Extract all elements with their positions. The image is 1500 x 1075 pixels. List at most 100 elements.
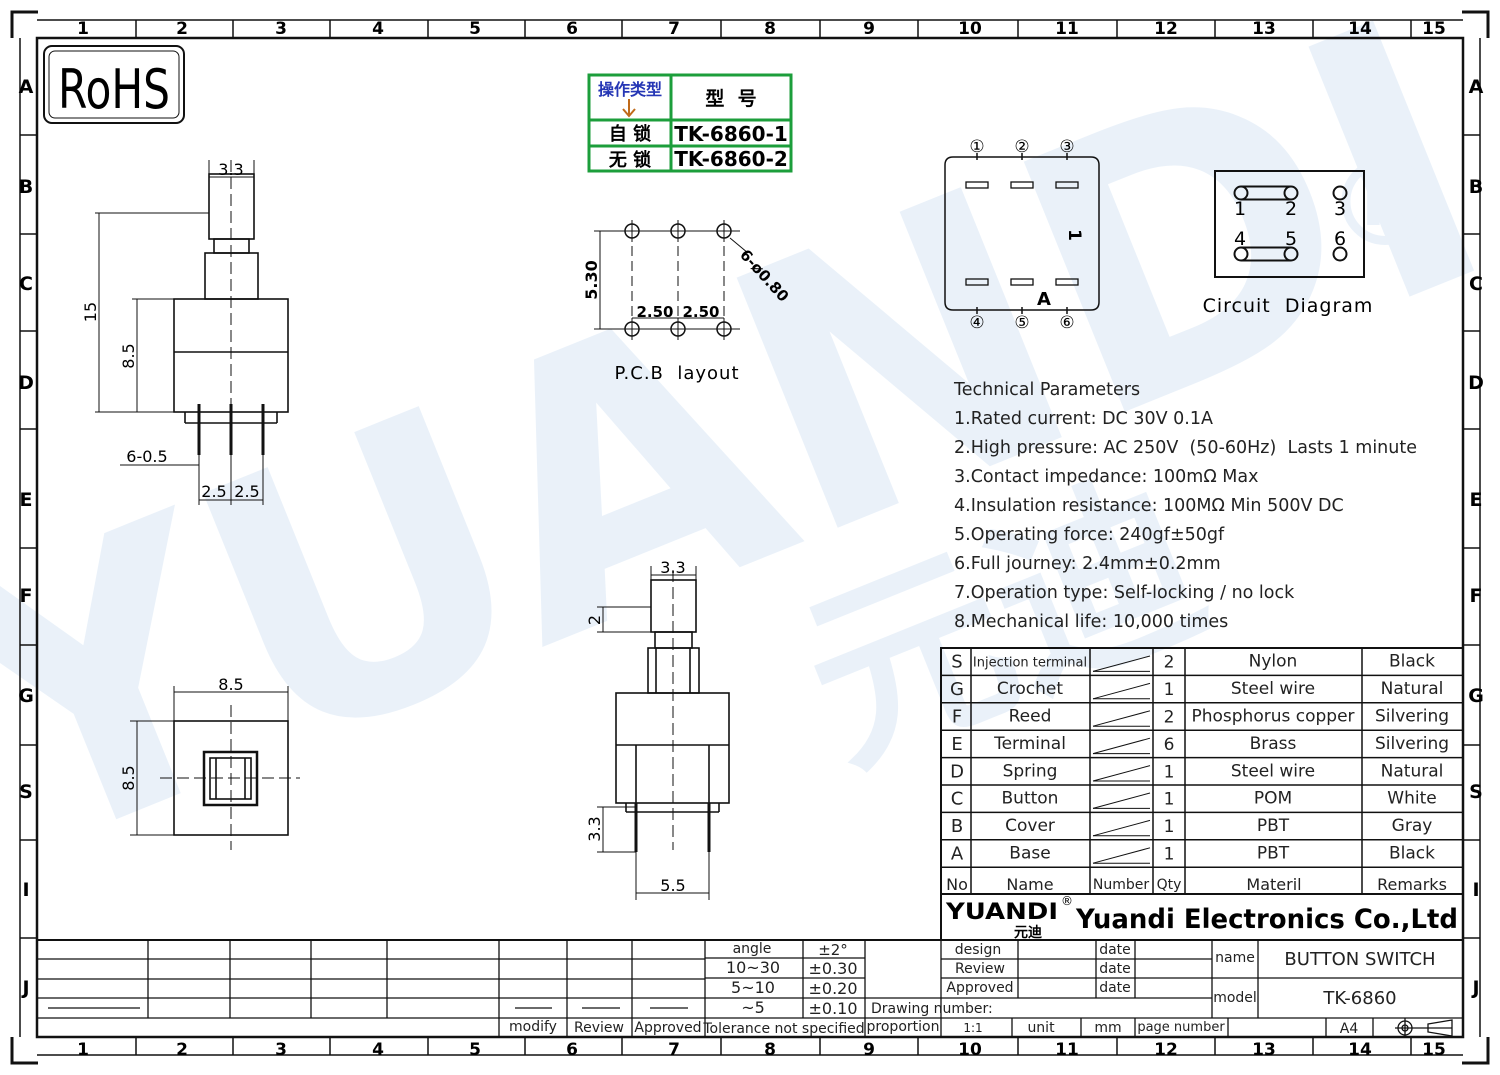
circuit-label-1: 1 bbox=[1234, 198, 1246, 220]
front-dim-width-top: 3.3 bbox=[660, 558, 685, 577]
frame-column-label: 2 bbox=[176, 19, 188, 39]
bom-cell-name: Injection terminal bbox=[973, 656, 1087, 671]
tech-item: 7.Operation type: Self-locking / no lock bbox=[954, 583, 1295, 603]
bom-cell-no: A bbox=[951, 844, 964, 865]
tech-item: 2.High pressure: AC 250V (50-60Hz) Lasts… bbox=[954, 438, 1417, 458]
bom-cell-number-slash bbox=[1092, 819, 1151, 837]
bom-cell-name: Base bbox=[1009, 844, 1050, 864]
frame-column-label: 5 bbox=[469, 19, 481, 39]
rohs-text: RoHS bbox=[58, 58, 170, 121]
frame-row-label: I bbox=[22, 879, 29, 901]
bom-cell-number-slash bbox=[1092, 682, 1151, 700]
frame-row-label: B bbox=[19, 176, 33, 198]
type-table-header-right: 型 号 bbox=[705, 87, 756, 110]
bom-cell-qty: 2 bbox=[1164, 708, 1175, 728]
bom-cell-no: S bbox=[951, 652, 962, 673]
pcb-hole-icon bbox=[667, 220, 689, 242]
frame-column-label: 6 bbox=[566, 19, 578, 39]
front-view-drawing bbox=[597, 566, 730, 900]
front-dim-cap: 2 bbox=[585, 615, 604, 625]
frame-column-label: 13 bbox=[1252, 1040, 1276, 1060]
front-dim-pin-length: 3.3 bbox=[585, 816, 604, 841]
frame-column-label: 13 bbox=[1252, 19, 1276, 39]
pin-label-3: ③ bbox=[1059, 137, 1074, 157]
frame-column-label: 7 bbox=[668, 19, 680, 39]
pcb-hole-icon bbox=[667, 318, 689, 340]
bom-cell-remarks: Natural bbox=[1381, 761, 1444, 781]
frame-column-label: 7 bbox=[668, 1040, 680, 1060]
tech-title: Technical Parameters bbox=[953, 380, 1140, 400]
role-approved: Approved bbox=[946, 980, 1013, 996]
title-block-text: angle ±2° 10~30 ±0.30 5~10 ±0.20 ~5 ±0.1… bbox=[509, 941, 1436, 1037]
type-row-1-model: TK-6860-1 bbox=[674, 122, 788, 146]
role-review: Review bbox=[955, 961, 1005, 977]
frame-column-label: 10 bbox=[958, 1040, 982, 1060]
frame-column-label: 9 bbox=[863, 19, 875, 39]
circuit-label-3: 3 bbox=[1334, 198, 1346, 220]
bom-cell-material: Steel wire bbox=[1231, 679, 1315, 699]
title-block-grid bbox=[37, 939, 1463, 1037]
tolerance-value: ±0.20 bbox=[808, 979, 857, 998]
frame-row-label: A bbox=[19, 76, 34, 98]
frame-row-label: C bbox=[19, 273, 33, 295]
bom-cell-number-slash bbox=[1092, 655, 1151, 672]
bom-cell-remarks: Natural bbox=[1381, 679, 1444, 699]
review-label: Review bbox=[574, 1020, 624, 1036]
proportion-label: proportion bbox=[867, 1019, 940, 1035]
bom-cell-number-slash bbox=[1092, 792, 1151, 809]
unit-label: unit bbox=[1027, 1020, 1055, 1036]
pcb-holes bbox=[621, 220, 735, 340]
approved-label: Approved bbox=[634, 1020, 701, 1036]
date-label: date bbox=[1099, 980, 1131, 996]
technical-parameters: Technical Parameters 1.Rated current: DC… bbox=[953, 380, 1417, 632]
bom-cell-material: Nylon bbox=[1249, 652, 1298, 672]
bom-cell-no: D bbox=[950, 761, 964, 782]
circuit-label-2: 2 bbox=[1285, 198, 1297, 220]
frame-column-label: 3 bbox=[275, 1040, 287, 1060]
bom-cell-name: Button bbox=[1002, 789, 1059, 809]
bom-cell-number-slash bbox=[1092, 737, 1151, 755]
pin-label-2: ② bbox=[1014, 137, 1029, 157]
frame-row-label: B bbox=[1469, 176, 1483, 198]
side-dim-body-height: 8.5 bbox=[119, 343, 138, 368]
frame-row-label: S bbox=[1469, 781, 1483, 803]
frame-row-label: A bbox=[1469, 76, 1484, 98]
bom-cell-material: Steel wire bbox=[1231, 761, 1315, 781]
bom-cell-qty: 1 bbox=[1164, 790, 1175, 810]
bom-cell-material: PBT bbox=[1257, 816, 1290, 836]
date-label: date bbox=[1099, 961, 1131, 977]
frame-row-label: D bbox=[18, 372, 34, 394]
side-view-drawing bbox=[95, 160, 289, 505]
frame-row-label: G bbox=[18, 685, 34, 707]
bom-cell-remarks: Silvering bbox=[1375, 734, 1449, 754]
pcb-hole-icon bbox=[713, 220, 735, 242]
tech-item: 1.Rated current: DC 30V 0.1A bbox=[954, 409, 1213, 429]
projection-symbol-icon bbox=[1395, 1018, 1453, 1037]
drawing-frame bbox=[10, 10, 1490, 1065]
frame-column-label: 14 bbox=[1348, 1040, 1372, 1060]
bom-cell-qty: 1 bbox=[1164, 817, 1175, 837]
side-dim-width-top: 3.3 bbox=[218, 160, 243, 179]
bom-cell-qty: 2 bbox=[1164, 653, 1175, 673]
tolerance-range: 10~30 bbox=[726, 958, 780, 977]
bom-cell-name: Terminal bbox=[993, 734, 1066, 754]
bom-cell-material: Brass bbox=[1250, 734, 1297, 754]
bom-header-number: Number bbox=[1093, 877, 1149, 893]
frame-column-label: 11 bbox=[1055, 1040, 1079, 1060]
bom-cell-qty: 1 bbox=[1164, 762, 1175, 782]
down-arrow-icon bbox=[622, 99, 636, 118]
frame-column-label: 15 bbox=[1422, 19, 1446, 39]
type-row-2-type: 无 锁 bbox=[609, 149, 651, 171]
company-logo-reg: ® bbox=[1061, 894, 1073, 908]
frame-column-label: 6 bbox=[566, 1040, 578, 1060]
frame-column-label: 2 bbox=[176, 1040, 188, 1060]
